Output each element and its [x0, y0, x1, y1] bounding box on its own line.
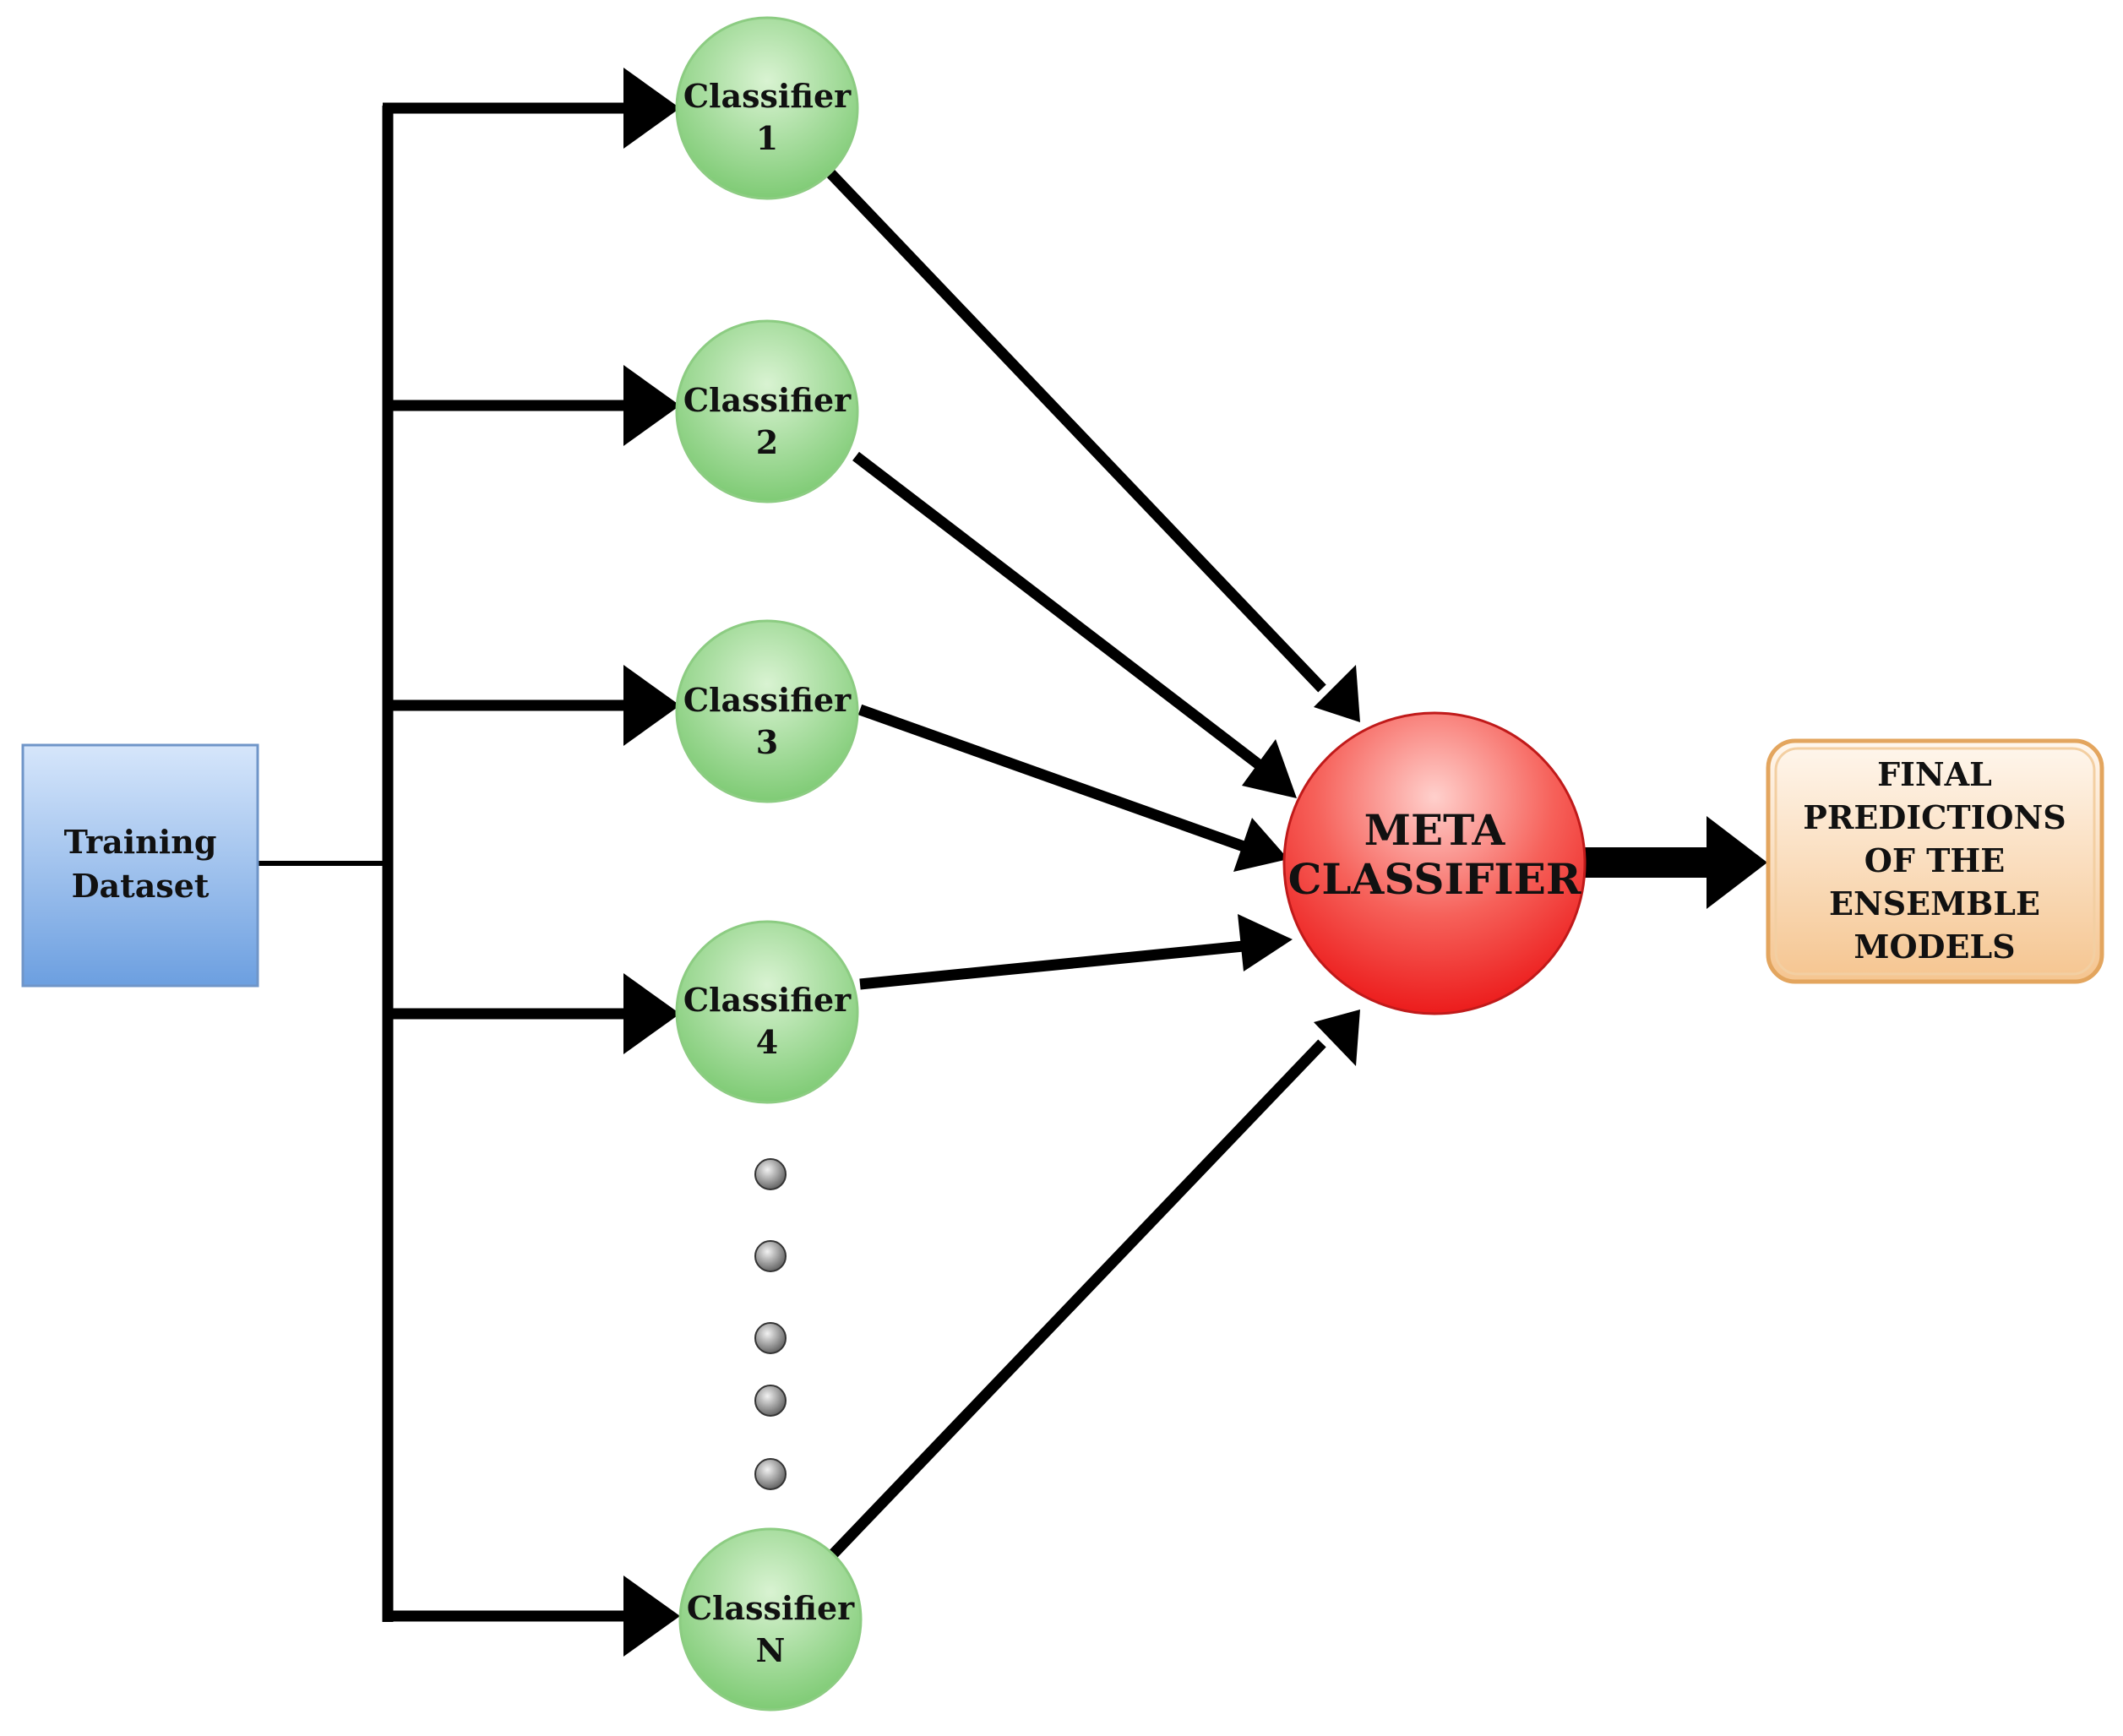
- classifier-3-to-meta-line: [857, 704, 1249, 853]
- branch-arrowhead-2: [623, 365, 680, 446]
- classifier-n-to-meta-arrowhead: [1314, 1009, 1360, 1066]
- classifier-node-1: Classifier 1: [675, 16, 859, 200]
- classifier-4-label: Classifier: [683, 981, 852, 1019]
- branch-arrowhead-3: [623, 665, 680, 746]
- classifier-node-2: Classifier 2: [675, 319, 859, 503]
- meta-connectors: [826, 169, 1360, 1561]
- final-predictions-line5: MODELS: [1854, 928, 2015, 966]
- ellipsis-dot: [754, 1385, 787, 1417]
- branch-arrowhead-n: [623, 1575, 680, 1657]
- final-predictions-line4: ENSEMBLE: [1829, 884, 2040, 922]
- ellipsis-dot: [754, 1158, 787, 1190]
- meta-classifier-node: META CLASSIFIER: [1282, 711, 1587, 1015]
- ellipsis-dots: [754, 1158, 787, 1490]
- classifier-3-to-meta-arrowhead: [1233, 818, 1288, 872]
- classifier-4-number: 4: [756, 1023, 778, 1061]
- classifier-node-4: Classifier 4: [675, 920, 859, 1104]
- classifier-node-n: Classifier N: [678, 1527, 863, 1712]
- ellipsis-dot: [754, 1322, 787, 1354]
- meta-classifier-label-line1: META: [1364, 805, 1506, 855]
- classifier-1-number: 1: [756, 119, 778, 157]
- classifier-2-number: 2: [756, 423, 778, 461]
- branch-arrowhead-1: [623, 68, 680, 149]
- meta-to-final-shaft: [1584, 847, 1711, 878]
- classifier-2-to-meta-arrowhead: [1242, 739, 1297, 798]
- training-dataset-label-line1: Training: [64, 823, 217, 861]
- classifier-2-label: Classifier: [683, 381, 852, 419]
- classifier-3-number: 3: [756, 723, 778, 761]
- classifier-4-to-meta-line: [859, 940, 1244, 990]
- classifier-n-to-meta-line: [826, 1039, 1326, 1561]
- training-dataset-box: Training Dataset: [21, 743, 259, 988]
- branch-arrowhead-4: [623, 973, 680, 1054]
- classifier-node-3: Classifier 3: [675, 619, 859, 803]
- output-connector: [1584, 816, 1767, 909]
- meta-classifier-label-line2: CLASSIFIER: [1288, 854, 1581, 904]
- classifier-1-label: Classifier: [683, 77, 852, 115]
- final-predictions-line1: FINAL: [1877, 755, 1992, 793]
- final-predictions-box: FINAL PREDICTIONS OF THE ENSEMBLE MODELS: [1766, 738, 2104, 984]
- classifier-1-to-meta-arrowhead: [1314, 665, 1360, 722]
- training-dataset-label-line2: Dataset: [72, 867, 210, 905]
- classifier-1-to-meta-line: [826, 169, 1326, 693]
- classifier-n-label: Classifier: [687, 1589, 855, 1627]
- classifier-2-to-meta-line: [852, 451, 1262, 770]
- ellipsis-dot: [754, 1240, 787, 1272]
- ellipsis-dot: [754, 1458, 787, 1490]
- final-predictions-line3: OF THE: [1864, 841, 2005, 879]
- classifier-3-label: Classifier: [683, 681, 852, 719]
- meta-to-final-arrowhead: [1707, 816, 1767, 909]
- classifier-n-number: N: [756, 1631, 786, 1669]
- final-predictions-line2: PREDICTIONS: [1803, 798, 2066, 836]
- input-connectors: [258, 68, 680, 1657]
- classifier-4-to-meta-arrowhead: [1238, 914, 1293, 971]
